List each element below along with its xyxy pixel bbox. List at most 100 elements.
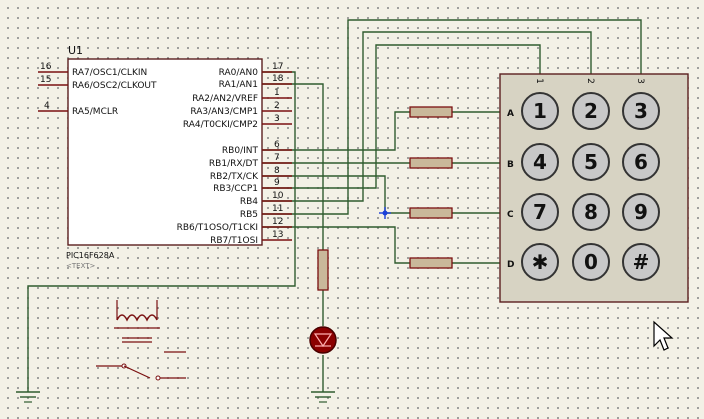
resistor-row-b (409, 157, 453, 169)
pin-label: RB3/CCP1 (213, 184, 258, 194)
key-button[interactable]: 2 (572, 92, 610, 130)
right-pin[interactable]: 3 RA4/T0CKI/CMP2 (183, 114, 292, 130)
keypad-row-label: C (507, 210, 514, 220)
keypad-row-label: B (507, 160, 514, 170)
keypad-row-label: D (507, 260, 514, 270)
ground-icon (16, 391, 335, 403)
left-pins: 16 RA7/OSC1/CLKIN 15 RA6/OSC2/CLKOUT 4 R… (38, 62, 157, 117)
right-pin[interactable]: 18 RA1/AN1 (219, 74, 292, 90)
chip-part: PIC16F628A (66, 251, 115, 260)
pin-number: 17 (272, 62, 283, 72)
keypad-column-label: 2 (585, 78, 595, 84)
pin-number: 3 (274, 114, 280, 124)
pin-label: RB0/INT (222, 146, 259, 156)
keypad-column-label: 1 (534, 78, 544, 84)
key-label: 7 (533, 200, 547, 224)
key-button[interactable]: 1 (521, 92, 559, 130)
pin-number: 18 (272, 74, 284, 84)
pin-number: 10 (272, 191, 284, 201)
microcontroller[interactable]: U1 PIC16F628A <TEXT> 16 RA7/OSC1/CLKIN 1… (38, 44, 292, 270)
pin-label: RA0/AN0 (219, 68, 259, 78)
resistor-row-a (409, 106, 453, 118)
pin-number: 4 (44, 101, 50, 111)
right-pin[interactable]: 2 RA3/AN3/CMP1 (190, 101, 292, 117)
key-button[interactable]: 3 (622, 92, 660, 130)
right-pins: 17 RA0/AN0 18 RA1/AN1 1 RA2/AN2/VREF 2 R… (177, 62, 292, 246)
chip-ref: U1 (68, 44, 83, 57)
key-label: 8 (584, 200, 598, 224)
pin-number: 8 (274, 166, 280, 176)
right-pin[interactable]: 10 RB4 (240, 191, 292, 207)
pin-number: 1 (274, 88, 280, 98)
junction-icon[interactable] (379, 207, 391, 219)
left-pin[interactable]: 4 RA5/MCLR (38, 101, 118, 117)
key-button[interactable]: 0 (572, 243, 610, 281)
left-pin[interactable]: 16 RA7/OSC1/CLKIN (38, 62, 147, 78)
right-pin[interactable]: 1 RA2/AN2/VREF (192, 88, 292, 104)
row-resistors[interactable] (409, 106, 453, 269)
pin-number: 12 (272, 217, 283, 227)
key-label: 9 (634, 200, 648, 224)
pin-number: 13 (272, 230, 283, 240)
mouse-cursor-icon (653, 320, 674, 351)
pin-number: 16 (40, 62, 52, 72)
led-resistor[interactable] (317, 249, 329, 291)
key-button[interactable]: 8 (572, 193, 610, 231)
led-icon[interactable] (309, 326, 337, 354)
key-button[interactable]: 9 (622, 193, 660, 231)
pin-label: RB5 (240, 210, 258, 220)
pin-label: RA3/AN3/CMP1 (190, 107, 258, 117)
pin-label: RA1/AN1 (219, 80, 258, 90)
key-button[interactable]: 7 (521, 193, 559, 231)
keypad-row-label: A (507, 109, 514, 119)
pin-number: 11 (272, 204, 283, 214)
pin-label: RB6/T1OSO/T1CKI (177, 223, 258, 233)
resistor-row-d (409, 257, 453, 269)
right-pin[interactable]: 17 RA0/AN0 (219, 62, 292, 78)
right-pin[interactable]: 8 RB2/TX/CK (210, 166, 292, 182)
keypad[interactable]: 1 2 3 A B C D 1 2 3 4 5 6 7 8 9 ✱ 0 # (499, 73, 689, 303)
crystal-icon[interactable] (114, 300, 160, 343)
key-label: 5 (584, 150, 598, 174)
pin-number: 15 (40, 75, 51, 85)
pin-number: 9 (274, 178, 280, 188)
keypad-column-label: 3 (635, 78, 645, 84)
right-pin[interactable]: 6 RB0/INT (222, 140, 292, 156)
key-button[interactable]: ✱ (521, 243, 559, 281)
right-pin[interactable]: 11 RB5 (240, 204, 292, 220)
chip-text-placeholder: <TEXT> (66, 262, 96, 270)
key-label: ✱ (532, 250, 549, 274)
pin-number: 2 (274, 101, 280, 111)
key-button[interactable]: 6 (622, 143, 660, 181)
key-label: 4 (533, 150, 547, 174)
pin-label: RA2/AN2/VREF (192, 94, 258, 104)
key-label: 1 (533, 99, 547, 123)
right-pin[interactable]: 13 RB7/T1OSI (210, 230, 292, 246)
pin-label: RB1/RX/DT (209, 159, 259, 169)
key-button[interactable]: 4 (521, 143, 559, 181)
pin-number: 6 (274, 140, 280, 150)
pin-number: 7 (274, 153, 280, 163)
pin-label: RA4/T0CKI/CMP2 (183, 120, 258, 130)
switch-icon[interactable] (96, 351, 186, 381)
pin-label: RB4 (240, 197, 258, 207)
key-button[interactable]: # (622, 243, 660, 281)
pin-label: RB2/TX/CK (210, 172, 259, 182)
resistor-row-c (409, 207, 453, 219)
key-label: 2 (584, 99, 598, 123)
right-pin[interactable]: 12 RB6/T1OSO/T1CKI (177, 217, 292, 233)
pin-label: RA5/MCLR (72, 107, 118, 117)
key-label: # (633, 250, 650, 274)
right-pin[interactable]: 7 RB1/RX/DT (209, 153, 292, 169)
keypad-column-wires (262, 19, 642, 215)
pin-label: RA6/OSC2/CLKOUT (72, 81, 157, 91)
key-label: 0 (584, 250, 598, 274)
key-button[interactable]: 5 (572, 143, 610, 181)
pin-label: RB7/T1OSI (210, 236, 258, 246)
left-pin[interactable]: 15 RA6/OSC2/CLKOUT (38, 75, 157, 91)
key-label: 6 (634, 150, 648, 174)
key-label: 3 (634, 99, 648, 123)
right-pin[interactable]: 9 RB3/CCP1 (213, 178, 292, 194)
pin-label: RA7/OSC1/CLKIN (72, 68, 147, 78)
